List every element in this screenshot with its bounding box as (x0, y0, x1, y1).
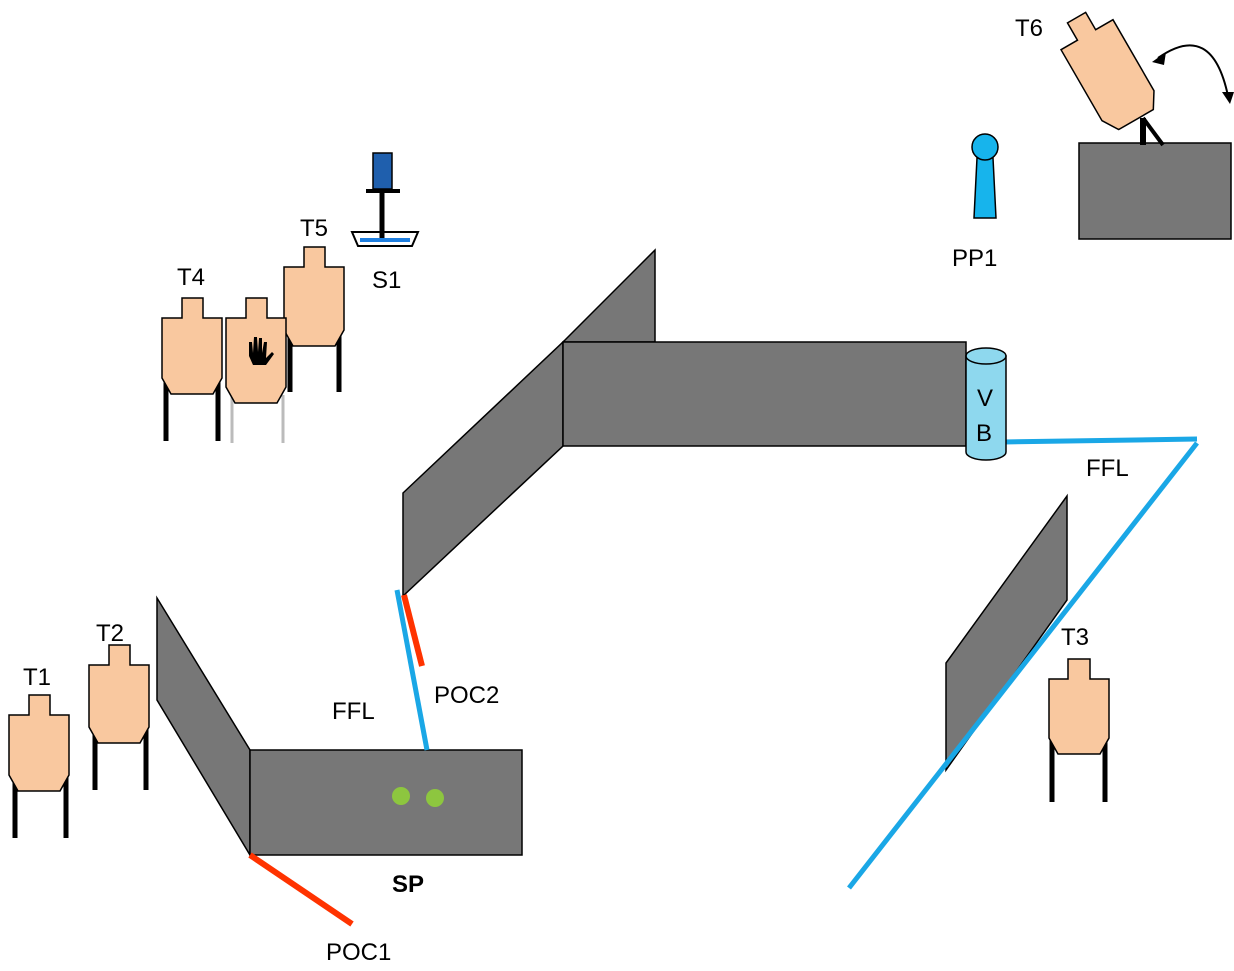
start-mark-right (426, 789, 444, 807)
label-poc2: POC2 (434, 682, 499, 709)
fault-line-right-diagonal (847, 441, 1199, 890)
label-t3: T3 (1061, 624, 1089, 651)
label-t5: T5 (300, 215, 328, 242)
fault-line-right-top (1002, 436, 1198, 445)
start-mark-left (392, 787, 410, 805)
target-t3 (1048, 658, 1110, 802)
vision-barrier (965, 347, 1007, 461)
target-t2 (88, 644, 150, 790)
label-s1: S1 (372, 267, 401, 294)
swing-arrow-icon (1157, 44, 1229, 97)
fault-line-left (394, 589, 430, 751)
label-ffl-right: FFL (1086, 455, 1129, 482)
label-t4: T4 (177, 264, 205, 291)
target-t1 (8, 694, 70, 838)
no-shoot-target (225, 297, 287, 443)
start-side-wall (156, 595, 251, 858)
label-vb-bottom: B (976, 420, 992, 447)
target-t4 (161, 297, 223, 441)
right-diagonal-wall (945, 493, 1068, 773)
label-ffl-left: FFL (332, 698, 375, 725)
target-t5 (283, 246, 345, 392)
start-box-wall (249, 749, 523, 856)
top-long-wall (562, 341, 967, 447)
label-poc1: POC1 (326, 939, 391, 966)
label-vb-top: V (977, 385, 993, 412)
label-t1: T1 (23, 664, 51, 691)
label-start-position: SP (392, 871, 424, 898)
poc-line-2 (401, 594, 425, 667)
label-t2: T2 (96, 620, 124, 647)
popper-pp1 (971, 133, 999, 219)
target-t6 (1059, 11, 1234, 147)
t6-base-wall (1078, 142, 1232, 240)
poc-line-1 (248, 852, 354, 927)
upper-diagonal-wall (561, 248, 656, 343)
left-diagonal-wall (402, 340, 564, 598)
swinger-s1 (350, 152, 420, 247)
label-pp1: PP1 (952, 245, 997, 272)
fault-lines (248, 436, 1199, 927)
hand-icon (249, 337, 274, 365)
walls (156, 142, 1232, 858)
label-t6: T6 (1015, 15, 1043, 42)
